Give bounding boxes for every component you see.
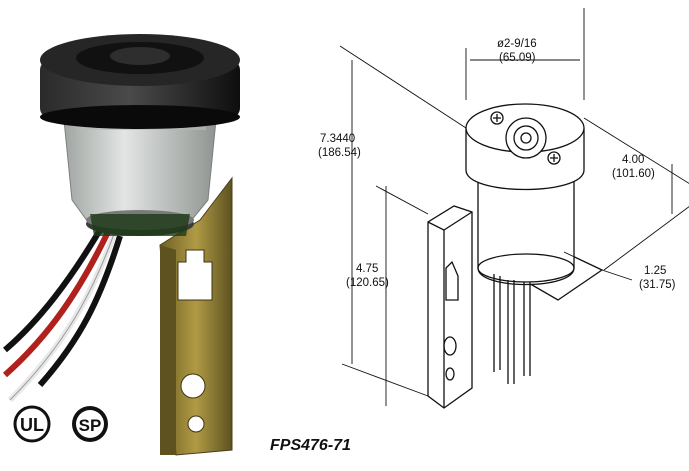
- dimension-labels: ø2-9/16 (65.09) 7.3440 (186.54) 4.00 (10…: [318, 38, 676, 291]
- overall-height-mm-label: (186.54): [318, 147, 361, 159]
- lead-wires: [3, 228, 123, 403]
- dimension-drawing: [339, 8, 689, 409]
- csa-certification-mark: SP: [72, 406, 108, 442]
- lead-length-inch-label: 1.25: [644, 265, 666, 277]
- lead-length-mm-label: (31.75): [639, 279, 676, 291]
- body-height-inch-label: 4.75: [356, 263, 378, 275]
- diameter-mm-label: (65.09): [499, 52, 536, 64]
- overall-height-inch-label: 7.3440: [320, 133, 355, 145]
- body-height-mm-label: (120.65): [346, 277, 389, 289]
- ul-certification-mark: UL: [13, 405, 51, 443]
- socket-cap: [40, 34, 240, 129]
- model-label: FPS476-71: [270, 437, 351, 454]
- diameter-inch-label: ø2-9/16: [497, 38, 537, 50]
- width-inch-label: 4.00: [622, 154, 644, 166]
- width-mm-label: (101.60): [612, 168, 655, 180]
- product-photo: [3, 34, 240, 456]
- csa-mark-text: SP: [79, 416, 102, 435]
- ul-mark-text: UL: [20, 415, 44, 435]
- mounting-bracket: [159, 176, 233, 456]
